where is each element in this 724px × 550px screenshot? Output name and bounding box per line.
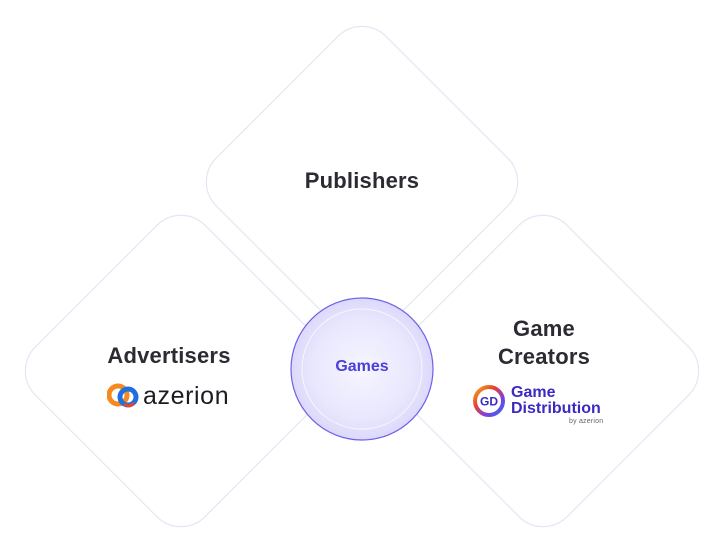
game-creators-label: Game Creators bbox=[444, 315, 644, 371]
advertisers-diamond bbox=[24, 214, 338, 528]
publishers-diamond bbox=[205, 25, 519, 339]
games-label: Games bbox=[335, 358, 389, 375]
gd-wordmark-line2: Distribution bbox=[511, 400, 601, 417]
games-circle bbox=[290, 297, 434, 441]
gd-mark-icon: GD bbox=[473, 385, 505, 417]
publishers-label: Publishers bbox=[304, 168, 420, 193]
game-creators-label-line2: Creators bbox=[497, 344, 591, 369]
games-inner-ring bbox=[301, 308, 423, 430]
svg-text:GD: GD bbox=[480, 395, 498, 409]
azerion-mark-icon bbox=[107, 383, 139, 408]
gd-by-azerion: by azerion bbox=[569, 418, 604, 425]
game-creators-label-line1: Game bbox=[513, 316, 575, 341]
game-distribution-logo: GD Game Distribution by azerion bbox=[471, 383, 621, 429]
azerion-wordmark: azerion bbox=[143, 382, 230, 410]
creators-diamond bbox=[386, 214, 700, 528]
advertisers-label: Advertisers bbox=[107, 343, 231, 368]
gd-wordmark-line1: Game bbox=[511, 384, 556, 401]
azerion-logo: azerion bbox=[107, 382, 237, 410]
